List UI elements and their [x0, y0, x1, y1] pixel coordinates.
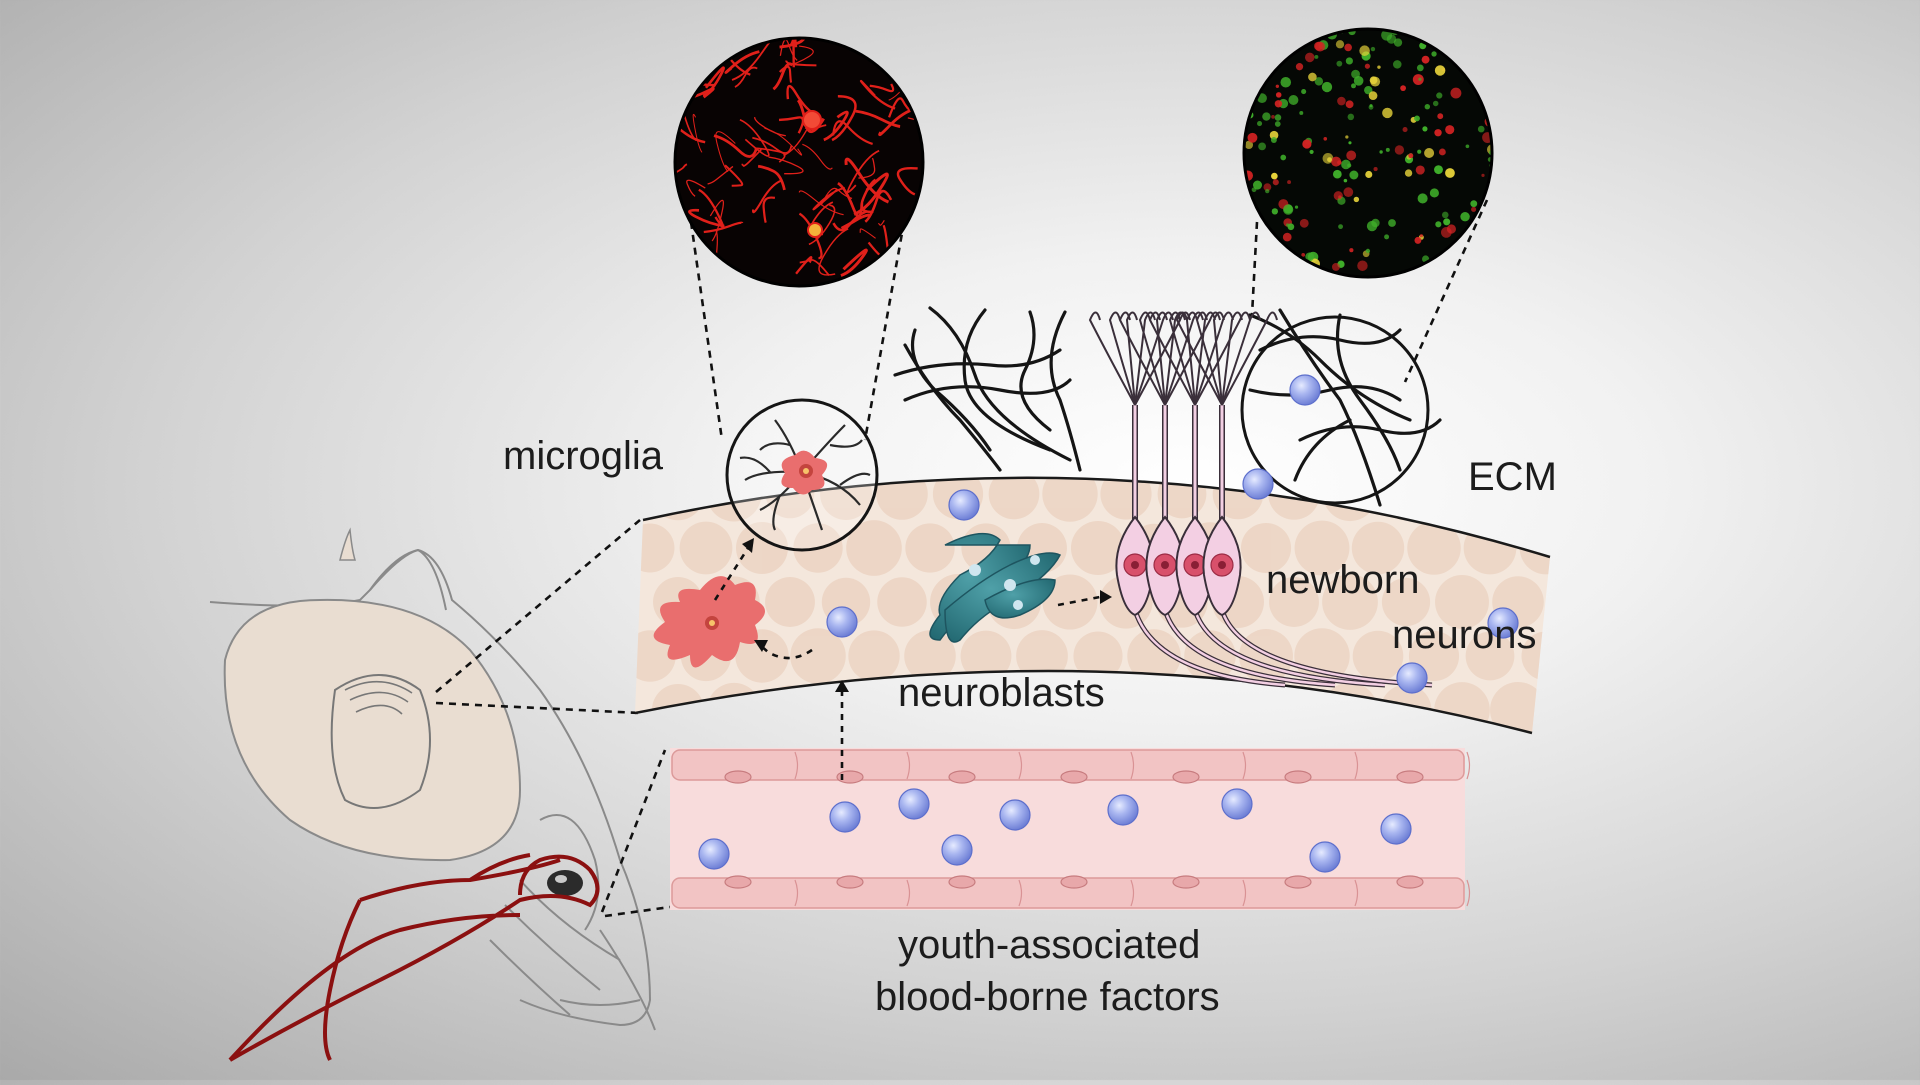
label-neuroblasts: neuroblasts: [898, 671, 1105, 715]
newborn-neuron-icon: [1088, 311, 1433, 688]
zoom-line-hippocampus-top: [435, 519, 641, 693]
blood-factor-icon: [698, 374, 1519, 873]
label-blood-borne-factors: blood-borne factors: [875, 975, 1220, 1019]
zoom-line-microglia-left: [689, 221, 724, 441]
label-newborn: newborn: [1266, 558, 1419, 602]
zoom-line-hippocampus-bottom: [435, 701, 641, 715]
zoom-line-microglia-right: [863, 221, 906, 441]
micrograph-ecm-icon: [1242, 27, 1494, 279]
micrograph-microglia-icon: [673, 36, 925, 288]
label-youth-associated: youth-associated: [898, 923, 1200, 967]
label-microglia: microglia: [503, 434, 664, 478]
zoom-line-ecm-left: [1250, 221, 1259, 316]
blood-vessel: [670, 748, 1471, 910]
neuroblast-icon: [929, 532, 1062, 643]
zoom-line-vessel-top: [600, 749, 667, 913]
zoom-line-vessel-bottom: [604, 905, 671, 918]
label-neurons: neurons: [1392, 613, 1537, 657]
ecm-fiber-icon: [893, 306, 1442, 507]
mouse-head-icon: [209, 527, 656, 1062]
label-ecm: ECM: [1468, 455, 1557, 499]
microglia-cell-icon: [653, 398, 879, 668]
migration-arrows: [713, 538, 1112, 780]
